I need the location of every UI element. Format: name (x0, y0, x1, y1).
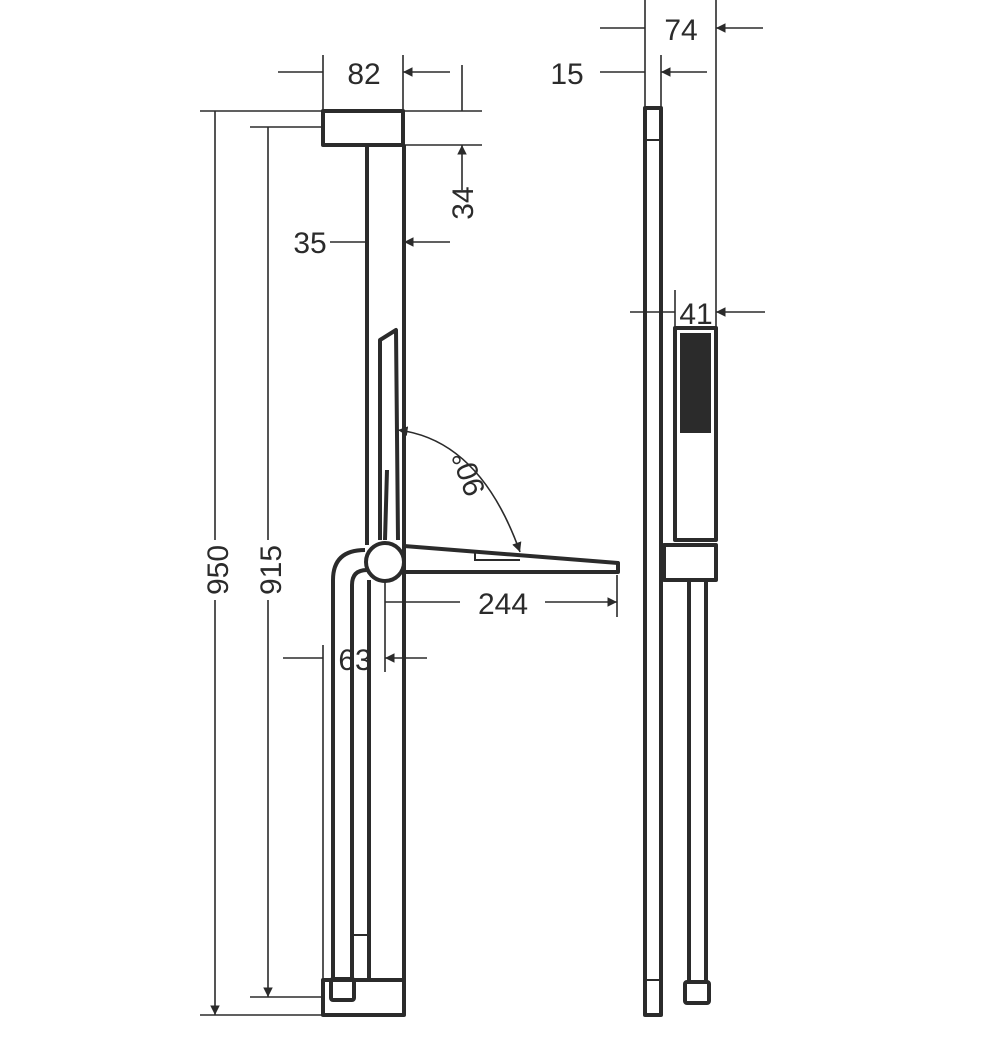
hose (331, 548, 368, 980)
dim-rail-height: 915 (255, 545, 288, 595)
dim-handshower-depth: 41 (679, 298, 712, 331)
front-view: 90° 82 34 35 950 915 244 63 (200, 55, 618, 1015)
ext-line-82 (322, 55, 404, 111)
side-view: 74 15 41 (550, 0, 765, 1017)
handshower-upright (378, 328, 400, 541)
swivel-joint (364, 541, 406, 583)
side-hose (687, 580, 708, 982)
dim-arm-length: 244 (478, 588, 528, 621)
dim-hose-offset: 63 (338, 644, 371, 677)
ext-line-74 (644, 0, 717, 328)
handshower-holder (662, 543, 718, 582)
side-handshower (673, 326, 718, 542)
side-rail-joints (645, 139, 661, 981)
dim-total-height: 950 (202, 545, 235, 595)
ext-line-34 (403, 110, 482, 146)
rail-top-cap (321, 109, 405, 147)
dim-rail-depth: 15 (550, 58, 583, 91)
handshower-horizontal (403, 544, 620, 574)
rail-bottom-cap (321, 978, 406, 1017)
rail-bar (365, 145, 406, 980)
dim-total-depth: 74 (664, 14, 697, 47)
dim-cap-width: 82 (347, 58, 380, 91)
side-rail (643, 106, 663, 1017)
handshower-grip (680, 333, 711, 433)
handshower-face (474, 553, 520, 561)
dim-rail-width: 35 (293, 227, 326, 260)
dim-cap-height: 34 (447, 186, 480, 219)
angle-arc (397, 426, 522, 553)
hose-end-fitting (329, 977, 356, 1002)
angle-label: 90° (446, 446, 493, 500)
side-hose-end (683, 980, 711, 1005)
